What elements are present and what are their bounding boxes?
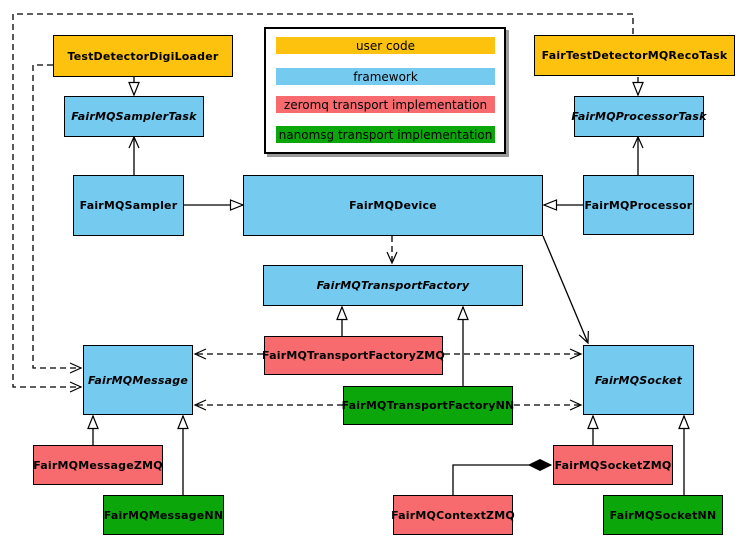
edge-contextzmq-socketzmq-composition-diamond-icon	[452, 458, 553, 495]
class-box-fairmqtransportfactoryzmq: FairMQTransportFactoryZMQ	[262, 336, 445, 375]
legend-label: nanomsg transport implementation	[278, 127, 493, 142]
edge-digiloader-message-dependency-arrow-icon	[32, 64, 83, 374]
class-label: FairMQTransportFactoryNN	[341, 399, 515, 412]
class-box-fairmqcontextzmq: FairMQContextZMQ	[391, 495, 515, 535]
class-label: FairMQSocketNN	[609, 508, 717, 522]
legend-item-framework: framework	[276, 68, 495, 85]
class-box-fairmqdevice: FairMQDevice	[243, 175, 543, 236]
class-box-fairmqsocket: FairMQSocket	[583, 345, 694, 415]
class-label: FairMQMessageNN	[103, 508, 224, 522]
class-label: FairMQSamplerTask	[71, 110, 197, 123]
legend-item-zeromq: zeromq transport implementation	[276, 96, 495, 113]
class-label: FairTestDetectorMQRecoTask	[541, 49, 728, 62]
legend-item-user-code: user code	[276, 37, 495, 54]
class-box-fairmqprocessor: FairMQProcessor	[583, 175, 694, 235]
class-box-fairmqsampler: FairMQSampler	[73, 175, 184, 236]
class-box-testdetectordigiloader: TestDetectorDigiLoader	[53, 35, 233, 77]
legend-label: framework	[353, 69, 418, 84]
class-box-fairmqtransportfactorynn: FairMQTransportFactoryNN	[341, 386, 515, 425]
class-label: FairMQMessageZMQ	[33, 458, 163, 472]
legend: user code framework zeromq transport imp…	[264, 27, 506, 154]
class-label: FairMQSampler	[79, 199, 178, 212]
class-box-fairtestdetectormqrecotask: FairTestDetectorMQRecoTask	[534, 35, 735, 76]
class-box-fairmqsamplertask: FairMQSamplerTask	[64, 96, 204, 137]
legend-item-nanomsg: nanomsg transport implementation	[276, 126, 495, 143]
class-box-fairmqmessagenn: FairMQMessageNN	[103, 495, 224, 535]
class-label: FairMQMessage	[87, 373, 189, 387]
class-box-fairmqsocketzmq: FairMQSocketZMQ	[553, 445, 673, 485]
class-box-fairmqtransportfactory: FairMQTransportFactory	[263, 265, 523, 306]
class-label: FairMQTransportFactory	[316, 279, 470, 292]
class-label: TestDetectorDigiLoader	[67, 49, 219, 63]
class-label: FairMQTransportFactoryZMQ	[262, 349, 445, 362]
class-label: FairMQContextZMQ	[391, 508, 515, 522]
class-box-fairmqprocessortask: FairMQProcessorTask	[571, 96, 707, 137]
edge-recotask-message-dependency-arrow-icon	[12, 13, 634, 393]
class-box-fairmqmessagezmq: FairMQMessageZMQ	[33, 445, 163, 485]
class-label: FairMQDevice	[349, 199, 437, 212]
legend-label: user code	[356, 38, 415, 53]
class-label: FairMQProcessorTask	[571, 110, 707, 123]
legend-label: zeromq transport implementation	[283, 97, 488, 112]
class-label: FairMQProcessor	[584, 198, 693, 212]
class-box-fairmqmessage: FairMQMessage	[83, 345, 193, 415]
class-label: FairMQSocket	[594, 373, 683, 387]
class-box-fairmqsocketnn: FairMQSocketNN	[603, 495, 723, 535]
class-label: FairMQSocketZMQ	[554, 458, 672, 472]
edge-device-socket-arrow-icon	[542, 235, 589, 345]
